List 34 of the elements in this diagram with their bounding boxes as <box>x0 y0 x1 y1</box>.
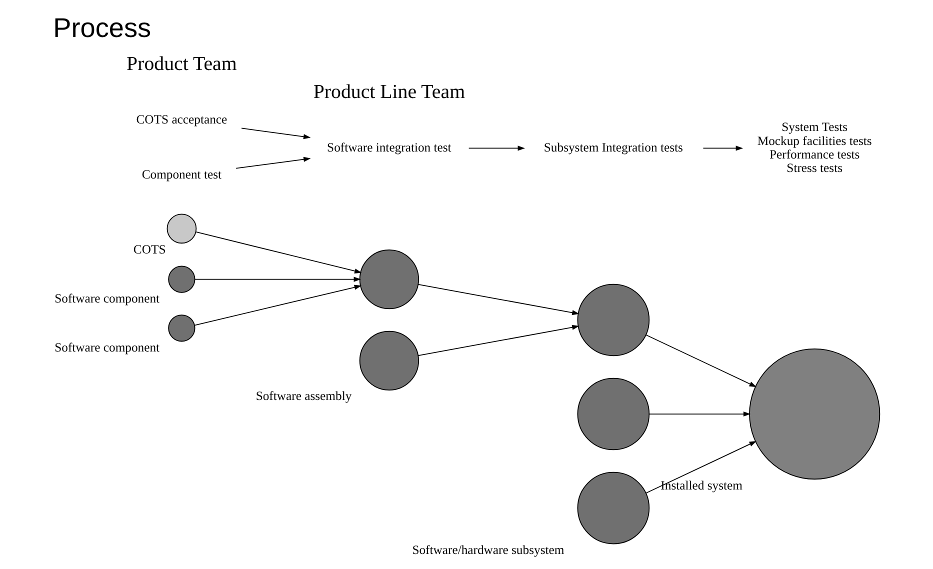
node-circle <box>577 378 650 450</box>
arrow <box>194 284 362 326</box>
arrow <box>645 440 757 494</box>
node-circle <box>359 330 420 391</box>
node-label: Software component <box>54 340 160 354</box>
node-circle <box>359 249 420 310</box>
arrow <box>236 156 311 169</box>
arrow <box>702 146 744 151</box>
node-circle <box>577 284 650 356</box>
node-text: COTS acceptance <box>136 112 228 127</box>
node-label: Software/hardware subsystem <box>412 542 564 557</box>
arrow <box>194 276 362 282</box>
arrow <box>418 284 580 316</box>
node-circle <box>166 214 197 244</box>
arrow <box>648 411 751 417</box>
node-label: COTS <box>133 242 166 256</box>
node-label: Installed system <box>660 478 742 492</box>
node-circle <box>168 314 196 342</box>
node-label: Software component <box>54 292 160 306</box>
arrow <box>418 324 580 356</box>
node-text: System Tests Mockup facilities tests Performance tests Stress tests <box>757 120 872 175</box>
diagram-title: Process <box>53 12 152 43</box>
arrow <box>196 232 362 274</box>
label: Product Team <box>126 53 237 76</box>
node-circle <box>577 472 650 544</box>
node-text: Subsystem Integration tests <box>544 140 683 155</box>
arrow <box>468 146 526 151</box>
node-text: Component test <box>142 168 222 182</box>
node-text: Software integration test <box>327 140 452 155</box>
arrow <box>241 128 311 140</box>
arrow <box>645 334 757 388</box>
node-label: Software assembly <box>256 389 352 404</box>
label: Product Line Team <box>313 81 466 104</box>
node-circle <box>168 266 196 293</box>
